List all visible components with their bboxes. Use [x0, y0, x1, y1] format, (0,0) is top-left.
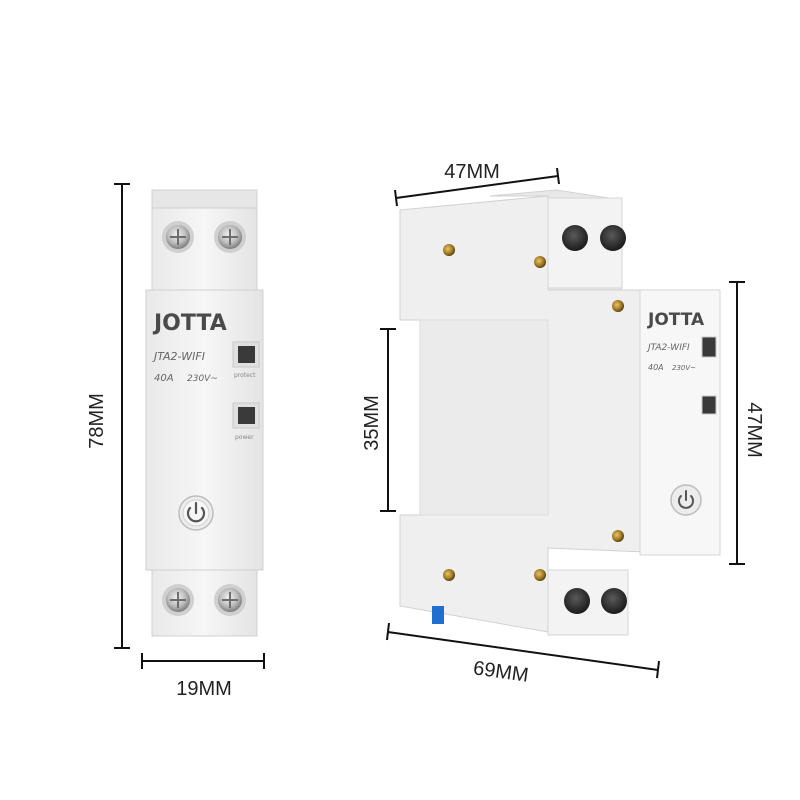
rivet-icon [443, 244, 455, 256]
power-label: power [235, 434, 254, 441]
rivet-icon [612, 530, 624, 542]
side-brand: JOTTA [647, 310, 705, 330]
rivet-icon [534, 569, 546, 581]
front-brand: JOTTA [152, 311, 227, 336]
front-top-screws [162, 221, 246, 253]
side-top-dimension: 47MM [394, 161, 560, 207]
front-rating-voltage: 230V~ [187, 374, 218, 384]
side-left-dimension: 35MM [361, 328, 396, 512]
side-power-indicator [701, 395, 717, 415]
front-width-dimension: 19MM [141, 653, 265, 700]
front-height-dimension: 78MM [86, 183, 130, 649]
power-icon [186, 506, 206, 523]
side-top-label: 47MM [444, 161, 500, 183]
front-rating-current: 40A [154, 373, 174, 384]
front-model: JTA2-WIFI [152, 350, 205, 363]
front-height-label: 78MM [86, 393, 108, 449]
side-rating-voltage: 230V~ [672, 364, 696, 372]
power-icon [678, 495, 694, 509]
side-rating-current: 40A [648, 363, 664, 372]
rivets [443, 244, 624, 581]
side-model: JTA2-WIFI [646, 343, 690, 353]
side-protect-indicator [701, 336, 717, 358]
din-rail-clip [432, 606, 444, 624]
side-right-label: 47MM [743, 402, 765, 458]
terminal-hole-icon [601, 588, 627, 614]
front-power-button[interactable] [178, 495, 214, 531]
terminal-hole-icon [600, 225, 626, 251]
front-bottom-screws [162, 584, 246, 616]
front-width-label: 19MM [176, 678, 232, 700]
rivet-icon [443, 569, 455, 581]
side-left-label: 35MM [361, 395, 383, 451]
side-power-button[interactable] [670, 484, 702, 516]
rivet-icon [534, 256, 546, 268]
protect-label: protect [234, 372, 256, 379]
terminal-hole-icon [564, 588, 590, 614]
side-right-dimension: 47MM [729, 281, 765, 565]
side-bottom-label: 69MM [472, 657, 530, 687]
side-view-breaker: JOTTA JTA2-WIFI 40A 230V~ [399, 189, 721, 636]
terminal-hole-icon [562, 225, 588, 251]
front-view-breaker: JOTTA JTA2-WIFI 40A 230V~ protect power [145, 189, 264, 637]
rivet-icon [612, 300, 624, 312]
